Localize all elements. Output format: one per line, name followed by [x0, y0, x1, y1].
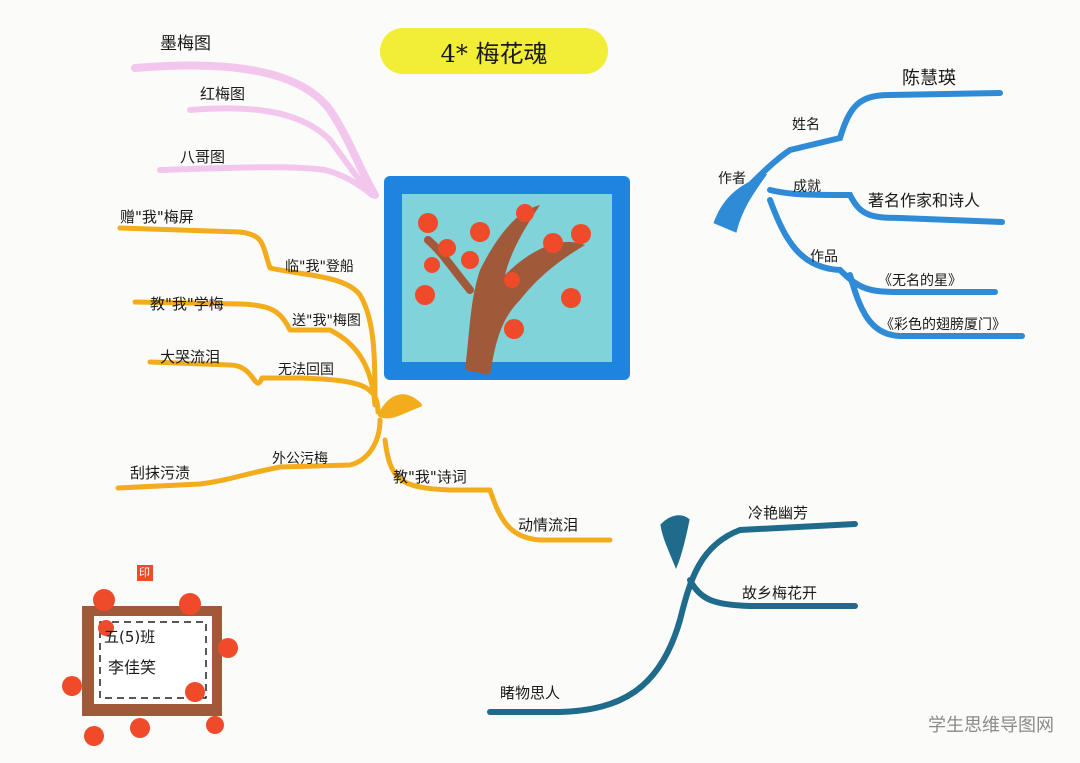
author-branches [713, 90, 1025, 339]
plum-blossom-picture [384, 176, 630, 380]
label-name-value: 陈慧瑛 [902, 68, 956, 89]
label-teach-poems: 教"我"诗词 [393, 468, 467, 486]
label-achievement-value: 著名作家和诗人 [868, 191, 981, 210]
label-name-key: 姓名 [792, 117, 820, 133]
stamp-seal: 印 [139, 566, 150, 579]
theme-branches [487, 515, 858, 715]
label-work-2: 《彩色的翅膀厦门》 [880, 317, 1006, 333]
pink-branches [131, 61, 379, 199]
label-works-key: 作品 [810, 249, 838, 265]
label-cry: 大哭流泪 [160, 348, 221, 366]
label-cannot-return: 无法回国 [278, 362, 334, 378]
label-mo-mei-tu: 墨梅图 [160, 34, 211, 54]
label-work-1: 《无名的星》 [878, 273, 962, 289]
label-think-of-person: 睹物思人 [500, 684, 561, 702]
label-ba-ge-tu: 八哥图 [180, 148, 226, 166]
orange-branches [115, 225, 613, 543]
label-moved-tears: 动情流泪 [518, 516, 579, 534]
label-gift-plum-screen: 赠"我"梅屏 [120, 208, 194, 226]
label-wipe-stain: 刮抹污渍 [130, 464, 191, 482]
label-cold-fragrance: 冷艳幽芳 [748, 504, 809, 522]
label-board-ship: 临"我"登船 [285, 259, 354, 275]
label-author: 作者 [718, 171, 746, 187]
blossoms [415, 204, 591, 339]
name-card: 五(5)班 李佳笑 [96, 614, 214, 702]
label-send-plum-picture: 送"我"梅图 [292, 313, 361, 329]
label-hong-mei-tu: 红梅图 [200, 85, 246, 103]
name-card-class: 五(5)班 [104, 628, 156, 646]
label-teach-plum: 教"我"学梅 [150, 295, 224, 313]
name-card-student: 李佳笑 [108, 658, 157, 677]
name-card-frame [62, 565, 238, 746]
diagram-title: 4* 梅花魂 [380, 28, 608, 74]
label-grandpa-stain: 外公污梅 [272, 451, 328, 467]
label-achievement-key: 成就 [793, 179, 821, 195]
watermark: 学生思维导图网 [928, 715, 1054, 736]
label-hometown-plum: 故乡梅花开 [742, 584, 818, 602]
